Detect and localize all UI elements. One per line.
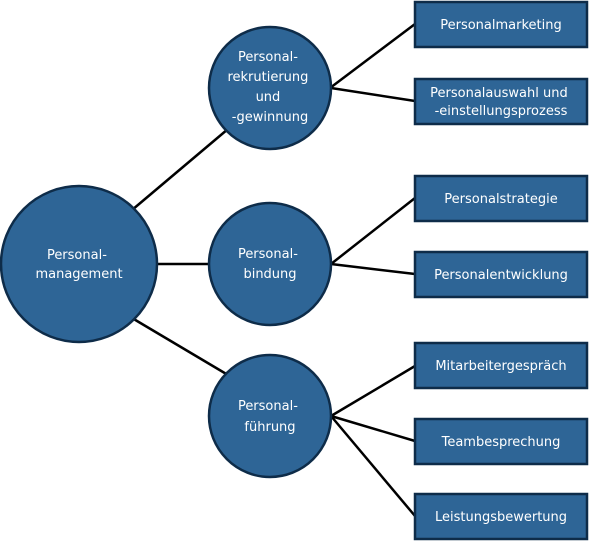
leaf-1-label: Personalmarketing: [440, 18, 562, 33]
leaf-4-label: Personalentwicklung: [434, 268, 568, 283]
leaf-2-line-2: -einstellungsprozess: [435, 104, 568, 119]
leaf-6-label: Teambesprechung: [441, 435, 561, 450]
branch-2-line-2: bindung: [243, 267, 296, 282]
branch-node-retention: Personal- bindung: [207, 201, 333, 327]
edge-branch-1-leaf-2: [330, 86, 416, 103]
leaf-2-line-1: Personalauswahl und: [430, 86, 568, 101]
branch-3-line-2: führung: [244, 420, 295, 435]
branch-1-line-3: und: [256, 90, 281, 105]
leaf-node-personalauswahl: Personalauswahl und -einstellungsprozess: [413, 77, 589, 126]
leaf-node-teambesprechung: Teambesprechung: [413, 417, 589, 466]
root-node-label-line-2: management: [35, 267, 122, 282]
branch-node-recruiting-label: Personal- rekrutierung und -gewinnung: [227, 50, 312, 125]
leaf-3-label: Personalstrategie: [444, 192, 557, 207]
root-node: Personal- management: [0, 184, 159, 344]
branch-node-leadership: Personal- führung: [207, 353, 333, 479]
edge-branch-3-leaf-1: [330, 364, 416, 418]
branch-node-retention-label: Personal- bindung: [238, 247, 302, 282]
root-node-label: Personal- management: [35, 248, 122, 282]
leaf-2-label: Personalauswahl und -einstellungsprozess: [430, 86, 572, 119]
edge-branch-2-leaf-1: [330, 197, 416, 265]
edge-branch-1-leaf-1: [329, 23, 416, 89]
edge-root-branch-3: [131, 316, 229, 377]
branch-1-line-2: rekrutierung: [227, 70, 308, 85]
branch-3-line-1: Personal-: [238, 399, 298, 414]
branch-1-line-1: Personal-: [238, 50, 298, 65]
root-node-label-line-1: Personal-: [47, 248, 107, 263]
branch-1-line-4: -gewinnung: [232, 110, 308, 125]
edge-branch-3-leaf-2: [330, 414, 416, 443]
branch-node-recruiting: Personal- rekrutierung und -gewinnung: [207, 25, 333, 151]
leaf-node-leistungsbewertung: Leistungsbewertung: [413, 492, 589, 541]
leaf-node-personalentwicklung: Personalentwicklung: [413, 250, 589, 299]
branch-2-line-1: Personal-: [238, 247, 298, 262]
leaf-node-personalstrategie: Personalstrategie: [413, 174, 589, 223]
edges: [131, 23, 416, 517]
leaf-node-personalmarketing: Personalmarketing: [413, 0, 589, 49]
edge-branch-2-leaf-2: [330, 262, 416, 276]
leaf-7-label: Leistungsbewertung: [435, 510, 567, 525]
edge-branch-3-leaf-3: [330, 415, 416, 517]
leaf-node-mitarbeitergespraech: Mitarbeitergespräch: [413, 341, 589, 390]
branch-node-leadership-label: Personal- führung: [238, 399, 302, 435]
leaf-5-label: Mitarbeitergespräch: [435, 359, 566, 374]
edge-root-branch-1: [131, 128, 229, 211]
